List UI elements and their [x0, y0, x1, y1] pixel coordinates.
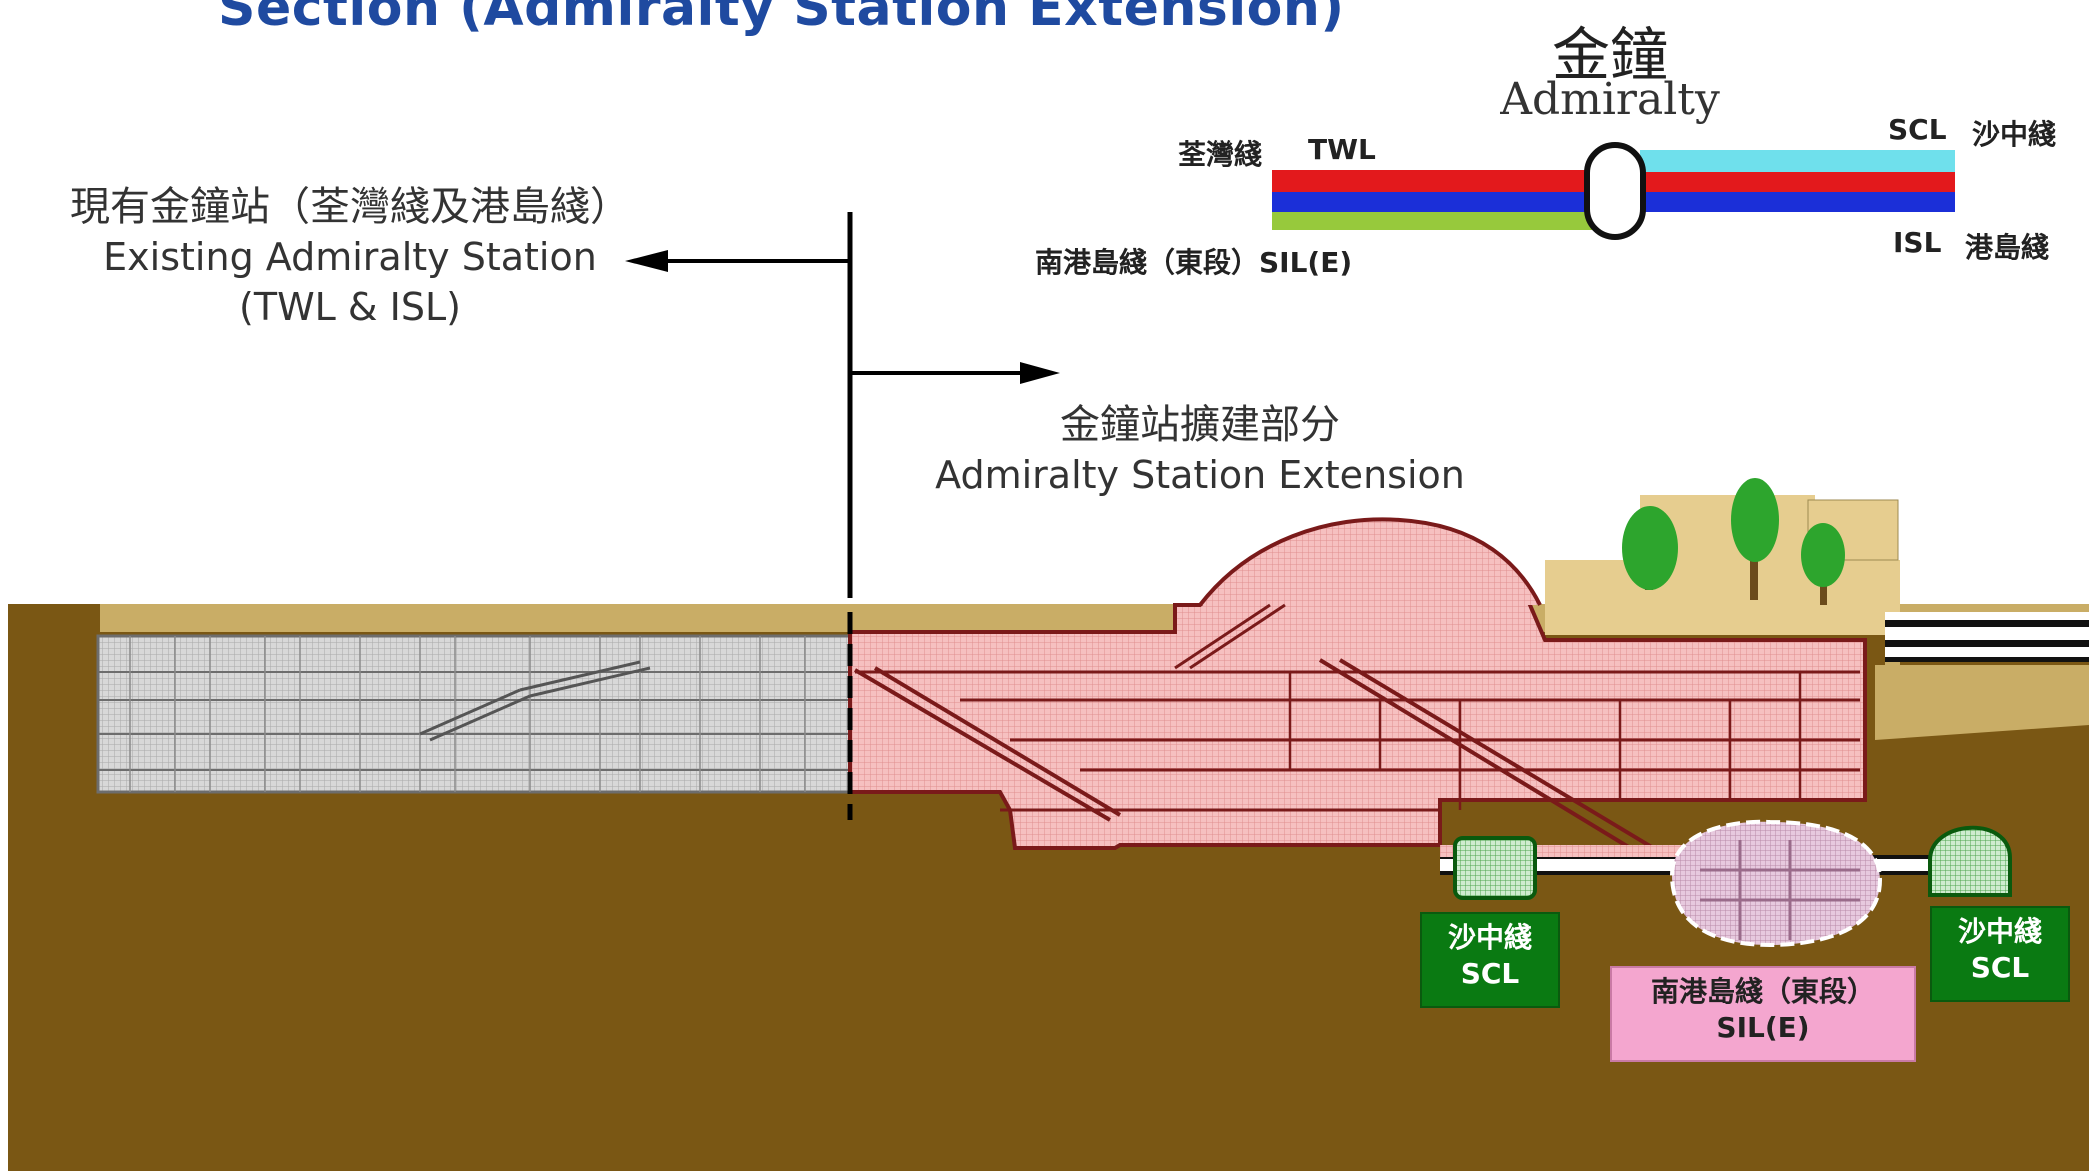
extension-label-en: Admiralty Station Extension	[935, 453, 1465, 497]
soil-step-light	[1875, 665, 2089, 740]
tunnel-stripe-1	[1885, 620, 2089, 627]
tree-icon	[1622, 506, 1678, 590]
legend-isl-bar-right	[1640, 192, 1955, 212]
hill-ground	[1545, 560, 1900, 635]
extension-label-zh: 金鐘站擴建部分	[1060, 402, 1340, 448]
existing-station-label-lines: (TWL & ISL)	[239, 285, 461, 329]
scl-badge-right: 沙中綫 SCL	[1930, 906, 2070, 1002]
legend-station-en: Admiralty	[1500, 74, 1720, 125]
existing-station-label: 現有金鐘站（荃灣綫及港島綫） Existing Admiralty Statio…	[40, 182, 660, 332]
extension-label: 金鐘站擴建部分 Admiralty Station Extension	[900, 400, 1500, 500]
legend-scl-code: SCL	[1888, 113, 1947, 146]
scl-badge-left-zh: 沙中綫	[1447, 921, 1532, 954]
legend-isl-code: ISL	[1893, 226, 1942, 259]
scl-badge-left: 沙中綫 SCL	[1420, 912, 1560, 1008]
sil-badge-code: SIL(E)	[1716, 1011, 1810, 1044]
legend-isl-bar	[1272, 192, 1592, 212]
sil-badge: 南港島綫（東段） SIL(E)	[1610, 966, 1916, 1062]
legend-twl-zh: 荃灣綫	[1178, 138, 1263, 171]
scl-badge-left-code: SCL	[1460, 957, 1520, 990]
legend-station-zh: 金鐘	[1551, 21, 1668, 89]
tunnel-stripes	[1885, 612, 2089, 662]
arrow-left-icon	[625, 250, 668, 272]
legend-twl-code: TWL	[1308, 133, 1376, 166]
scl-badge-right-zh: 沙中綫	[1957, 915, 2042, 948]
scl-tunnel-right	[1928, 825, 2012, 897]
scl-tunnel-left	[1453, 836, 1537, 900]
legend-scl-zh: 沙中綫	[1972, 118, 2057, 151]
existing-station-label-zh: 現有金鐘站（荃灣綫及港島綫）	[70, 184, 630, 230]
legend-sil-bar	[1272, 212, 1592, 230]
legend-twl-bar	[1272, 170, 1592, 192]
legend-twl-bar-right	[1640, 172, 1955, 192]
page-title: Section (Admiralty Station Extension)	[218, 0, 1345, 38]
tree-icon	[1731, 478, 1779, 600]
legend-sil-label: 南港島綫（東段）SIL(E)	[1035, 246, 1353, 279]
legend-diagram	[1272, 142, 1955, 240]
existing-station-label-en: Existing Admiralty Station	[103, 235, 597, 279]
existing-station-structure	[96, 634, 852, 794]
legend-isl-zh: 港島綫	[1965, 231, 2050, 264]
scl-badge-right-code: SCL	[1970, 951, 2030, 984]
extension-station-structure	[848, 517, 1960, 875]
tree-icon	[1801, 523, 1845, 605]
surface-layer	[100, 604, 1180, 632]
sil-badge-zh: 南港島綫（東段）	[1650, 975, 1875, 1008]
tunnel-stripe-3	[1885, 657, 2089, 662]
arrow-right-icon	[1020, 362, 1060, 384]
legend-station-icon	[1584, 142, 1646, 240]
sil-cavern	[1669, 819, 1883, 948]
tunnel-stripe-2	[1885, 640, 2089, 647]
legend-scl-bar	[1640, 150, 1955, 172]
